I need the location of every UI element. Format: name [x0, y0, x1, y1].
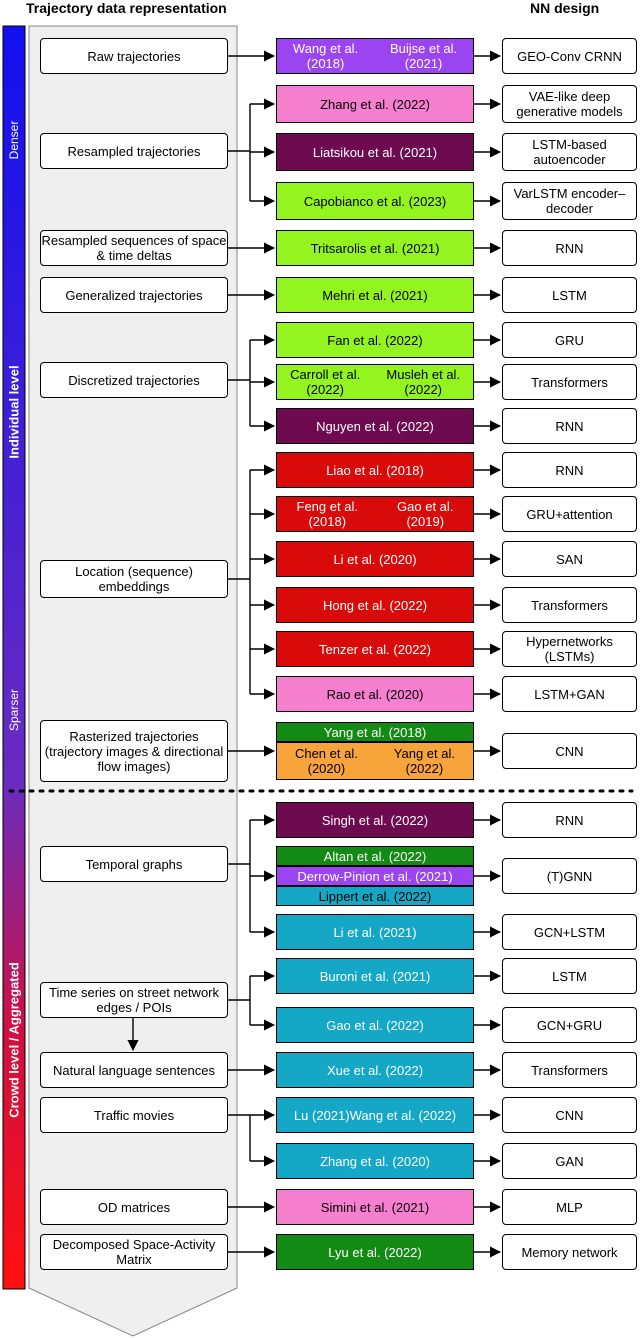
paper-box: Lu (2021)Wang et al. (2022)	[276, 1097, 474, 1133]
paper-box: Mehri et al. (2021)	[276, 277, 474, 313]
paper-box: Simini et al. (2021)	[276, 1189, 474, 1225]
paper-box: Lyu et al. (2022)	[276, 1234, 474, 1270]
nn-box: LSTM-based autoencoder	[502, 133, 637, 171]
paper-box: Liao et al. (2018)	[276, 452, 474, 488]
paper-box: Carroll et al. (2022)Musleh et al. (2022…	[276, 364, 474, 400]
nn-box: LSTM	[502, 277, 637, 313]
paper-box: Altan et al. (2022)	[276, 846, 474, 866]
paper-box: Gao et al. (2022)	[276, 1007, 474, 1043]
nn-box: Hypernetworks (LSTMs)	[502, 631, 637, 667]
paper-box: Singh et al. (2022)	[276, 802, 474, 838]
rep-location-embeddings: Location (sequence) embeddings	[40, 560, 228, 598]
paper-box: Tritsarolis et al. (2021)	[276, 230, 474, 266]
rep-time-series-street-network: Time series on street network edges / PO…	[40, 982, 228, 1018]
paper-box: Lippert et al. (2022)	[276, 886, 474, 906]
individual-level-label: Individual level	[6, 365, 22, 459]
rep-traffic-movies: Traffic movies	[40, 1097, 228, 1133]
representation-chevron	[28, 25, 238, 1337]
nn-box: RNN	[502, 452, 637, 488]
rep-discretized-trajectories: Discretized trajectories	[40, 362, 228, 398]
rep-raw-trajectories: Raw trajectories	[40, 38, 228, 74]
paper-box: Chen et al. (2020)Yang et al. (2022)	[276, 742, 474, 780]
rep-resampled-sequences: Resampled sequences of space & time delt…	[40, 230, 228, 266]
paper-box: Rao et al. (2020)	[276, 676, 474, 712]
rep-resampled-trajectories: Resampled trajectories	[40, 133, 228, 169]
nn-box: LSTM+GAN	[502, 676, 637, 712]
rep-generalized-trajectories: Generalized trajectories	[40, 277, 228, 313]
rep-rasterized-trajectories: Rasterized trajectories (trajectory imag…	[40, 720, 228, 782]
paper-box: Li et al. (2021)	[276, 914, 474, 950]
nn-box: RNN	[502, 408, 637, 444]
rep-natural-language-sentences: Natural language sentences	[40, 1052, 228, 1088]
nn-box: GRU+attention	[502, 496, 637, 532]
nn-box: SAN	[502, 541, 637, 577]
nn-design-header: NN design	[530, 0, 600, 16]
paper-box: Fan et al. (2022)	[276, 322, 474, 358]
paper-box: Derrow-Pinion et al. (2021)	[276, 866, 474, 886]
nn-box: MLP	[502, 1189, 637, 1225]
nn-box: RNN	[502, 230, 637, 266]
crowd-level-label: Crowd level / Aggregated	[6, 962, 22, 1118]
paper-box: Nguyen et al. (2022)	[276, 408, 474, 444]
sparser-label: Sparser	[7, 688, 21, 732]
rep-temporal-graphs: Temporal graphs	[40, 846, 228, 882]
level-bar	[2, 25, 26, 1290]
nn-box: LSTM	[502, 958, 637, 994]
nn-box: Memory network	[502, 1234, 637, 1270]
representation-header: Trajectory data representation	[26, 0, 227, 16]
paper-box: Wang et al. (2018)Buijse et al. (2021)	[276, 38, 474, 74]
paper-box: Feng et al. (2018)Gao et al. (2019)	[276, 496, 474, 532]
paper-box: Liatsikou et al. (2021)	[276, 133, 474, 171]
paper-box: Li et al. (2020)	[276, 541, 474, 577]
nn-box: Transformers	[502, 364, 637, 400]
nn-box: CNN	[502, 1097, 637, 1133]
nn-box: GRU	[502, 322, 637, 358]
paper-box: Capobianco et al. (2023)	[276, 182, 474, 220]
paper-box: Xue et al. (2022)	[276, 1052, 474, 1088]
paper-box: Tenzer et al. (2022)	[276, 631, 474, 667]
paper-box: Zhang et al. (2022)	[276, 85, 474, 123]
paper-box: Buroni et al. (2021)	[276, 958, 474, 994]
nn-box: (T)GNN	[502, 858, 637, 894]
rep-od-matrices: OD matrices	[40, 1189, 228, 1225]
nn-box: GEO-Conv CRNN	[502, 38, 637, 74]
nn-box: VarLSTM encoder–decoder	[502, 182, 637, 220]
nn-box: Transformers	[502, 1052, 637, 1088]
paper-box: Yang et al. (2018)	[276, 722, 474, 742]
nn-box: Transformers	[502, 587, 637, 623]
paper-box: Hong et al. (2022)	[276, 587, 474, 623]
paper-box: Zhang et al. (2020)	[276, 1143, 474, 1179]
nn-box: GCN+GRU	[502, 1007, 637, 1043]
nn-box: GAN	[502, 1143, 637, 1179]
nn-box: RNN	[502, 802, 637, 838]
nn-box: VAE-like deep generative models	[502, 85, 637, 123]
rep-decomposed-space-activity: Decomposed Space-Activity Matrix	[40, 1234, 228, 1270]
nn-box: GCN+LSTM	[502, 914, 637, 950]
denser-label: Denser	[7, 120, 21, 160]
nn-box: CNN	[502, 733, 637, 769]
